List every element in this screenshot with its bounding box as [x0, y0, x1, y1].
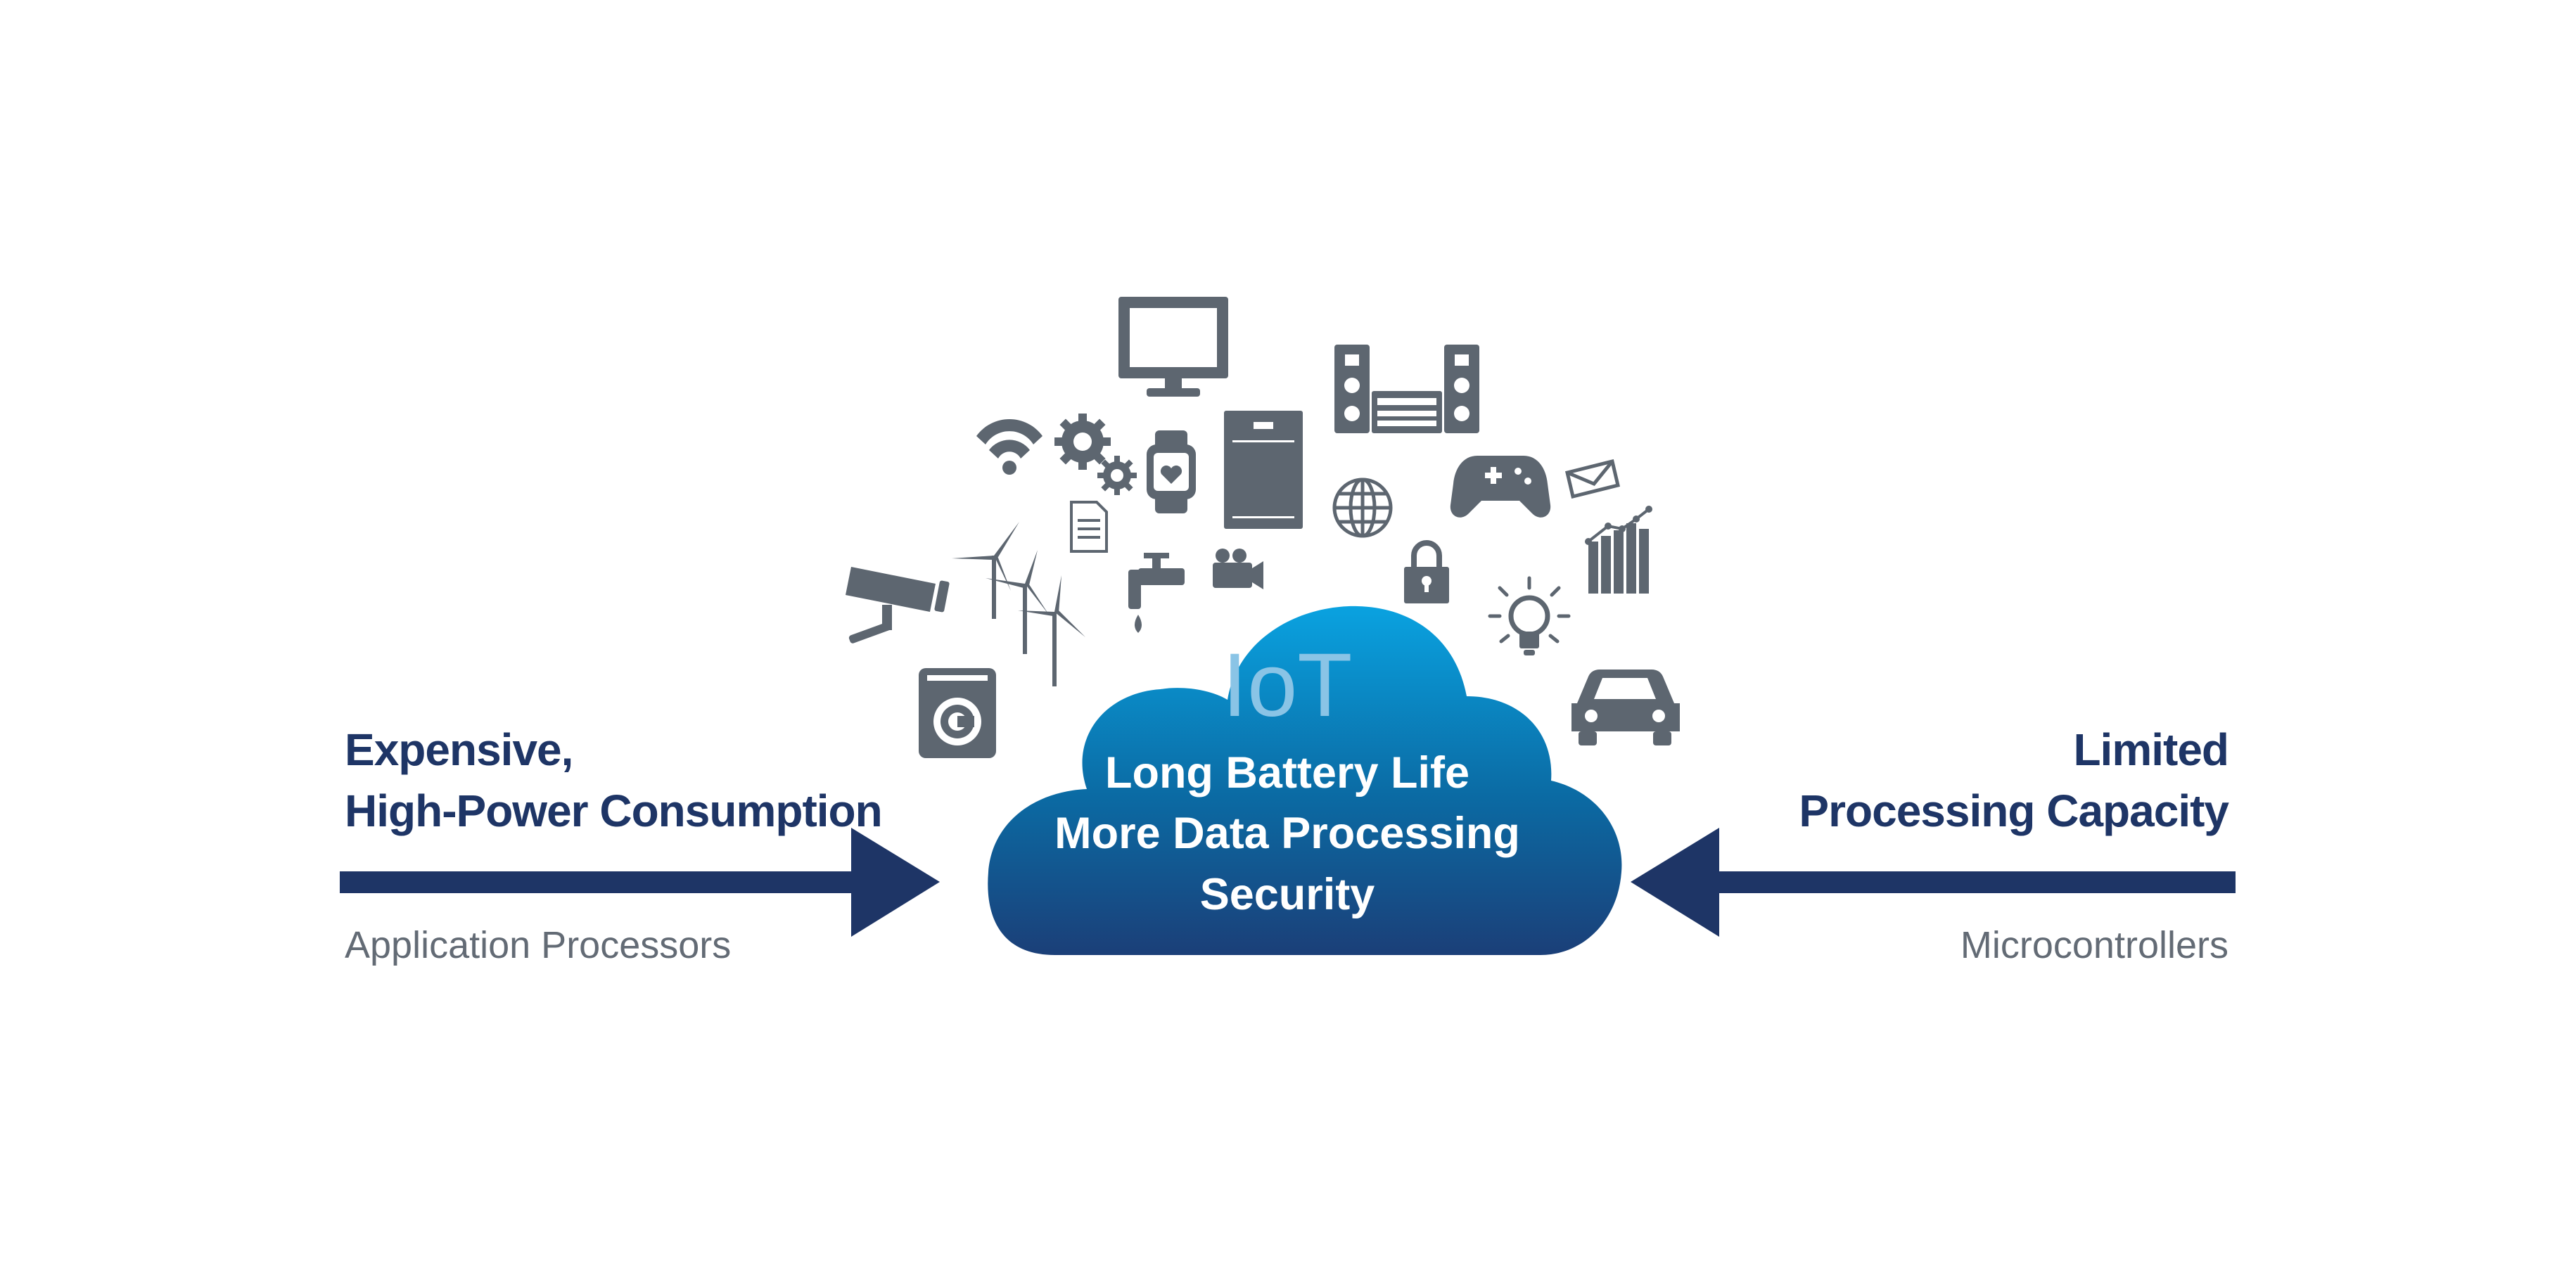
envelope-icon [1565, 459, 1620, 499]
gamepad-icon [1450, 456, 1551, 518]
gears-icon [1054, 414, 1137, 495]
wind-turbine-icon [952, 522, 1085, 686]
monitor-icon [1118, 297, 1228, 397]
left-caption: Application Processors [345, 924, 732, 966]
right-heading-line2: Processing Capacity [1799, 786, 2229, 836]
left-heading-line2: High-Power Consumption [345, 786, 883, 836]
refrigerator-icon [1224, 411, 1303, 529]
right-arrow [1631, 828, 2236, 937]
right-caption: Microcontrollers [1960, 924, 2229, 966]
iot-cloud: IoT Long Battery Life More Data Processi… [988, 606, 1622, 955]
video-camera-icon [1213, 549, 1263, 589]
right-heading: Limited Processing Capacity [1799, 719, 2229, 842]
bar-chart-icon [1585, 506, 1652, 594]
faucet-icon [1128, 553, 1185, 633]
speaker-system-icon [1334, 345, 1479, 433]
right-heading-line1: Limited [2073, 724, 2229, 775]
washing-machine-icon [919, 668, 996, 758]
lightbulb-icon [1488, 576, 1571, 655]
left-heading: Expensive, High-Power Consumption [345, 719, 883, 842]
cloud-line-2: More Data Processing [1054, 809, 1520, 858]
cloud-title: IoT [1223, 635, 1353, 736]
globe-icon [1332, 478, 1393, 538]
cloud-line-1: Long Battery Life [1105, 748, 1469, 798]
padlock-icon [1404, 540, 1449, 603]
left-heading-line1: Expensive, [345, 724, 573, 775]
cloud-line-3: Security [1200, 870, 1375, 919]
car-icon [1571, 670, 1680, 745]
smartwatch-icon [1147, 430, 1196, 513]
left-arrow [340, 828, 940, 937]
document-icon [1070, 501, 1108, 553]
security-camera-icon [846, 567, 950, 643]
wifi-icon [976, 418, 1042, 475]
